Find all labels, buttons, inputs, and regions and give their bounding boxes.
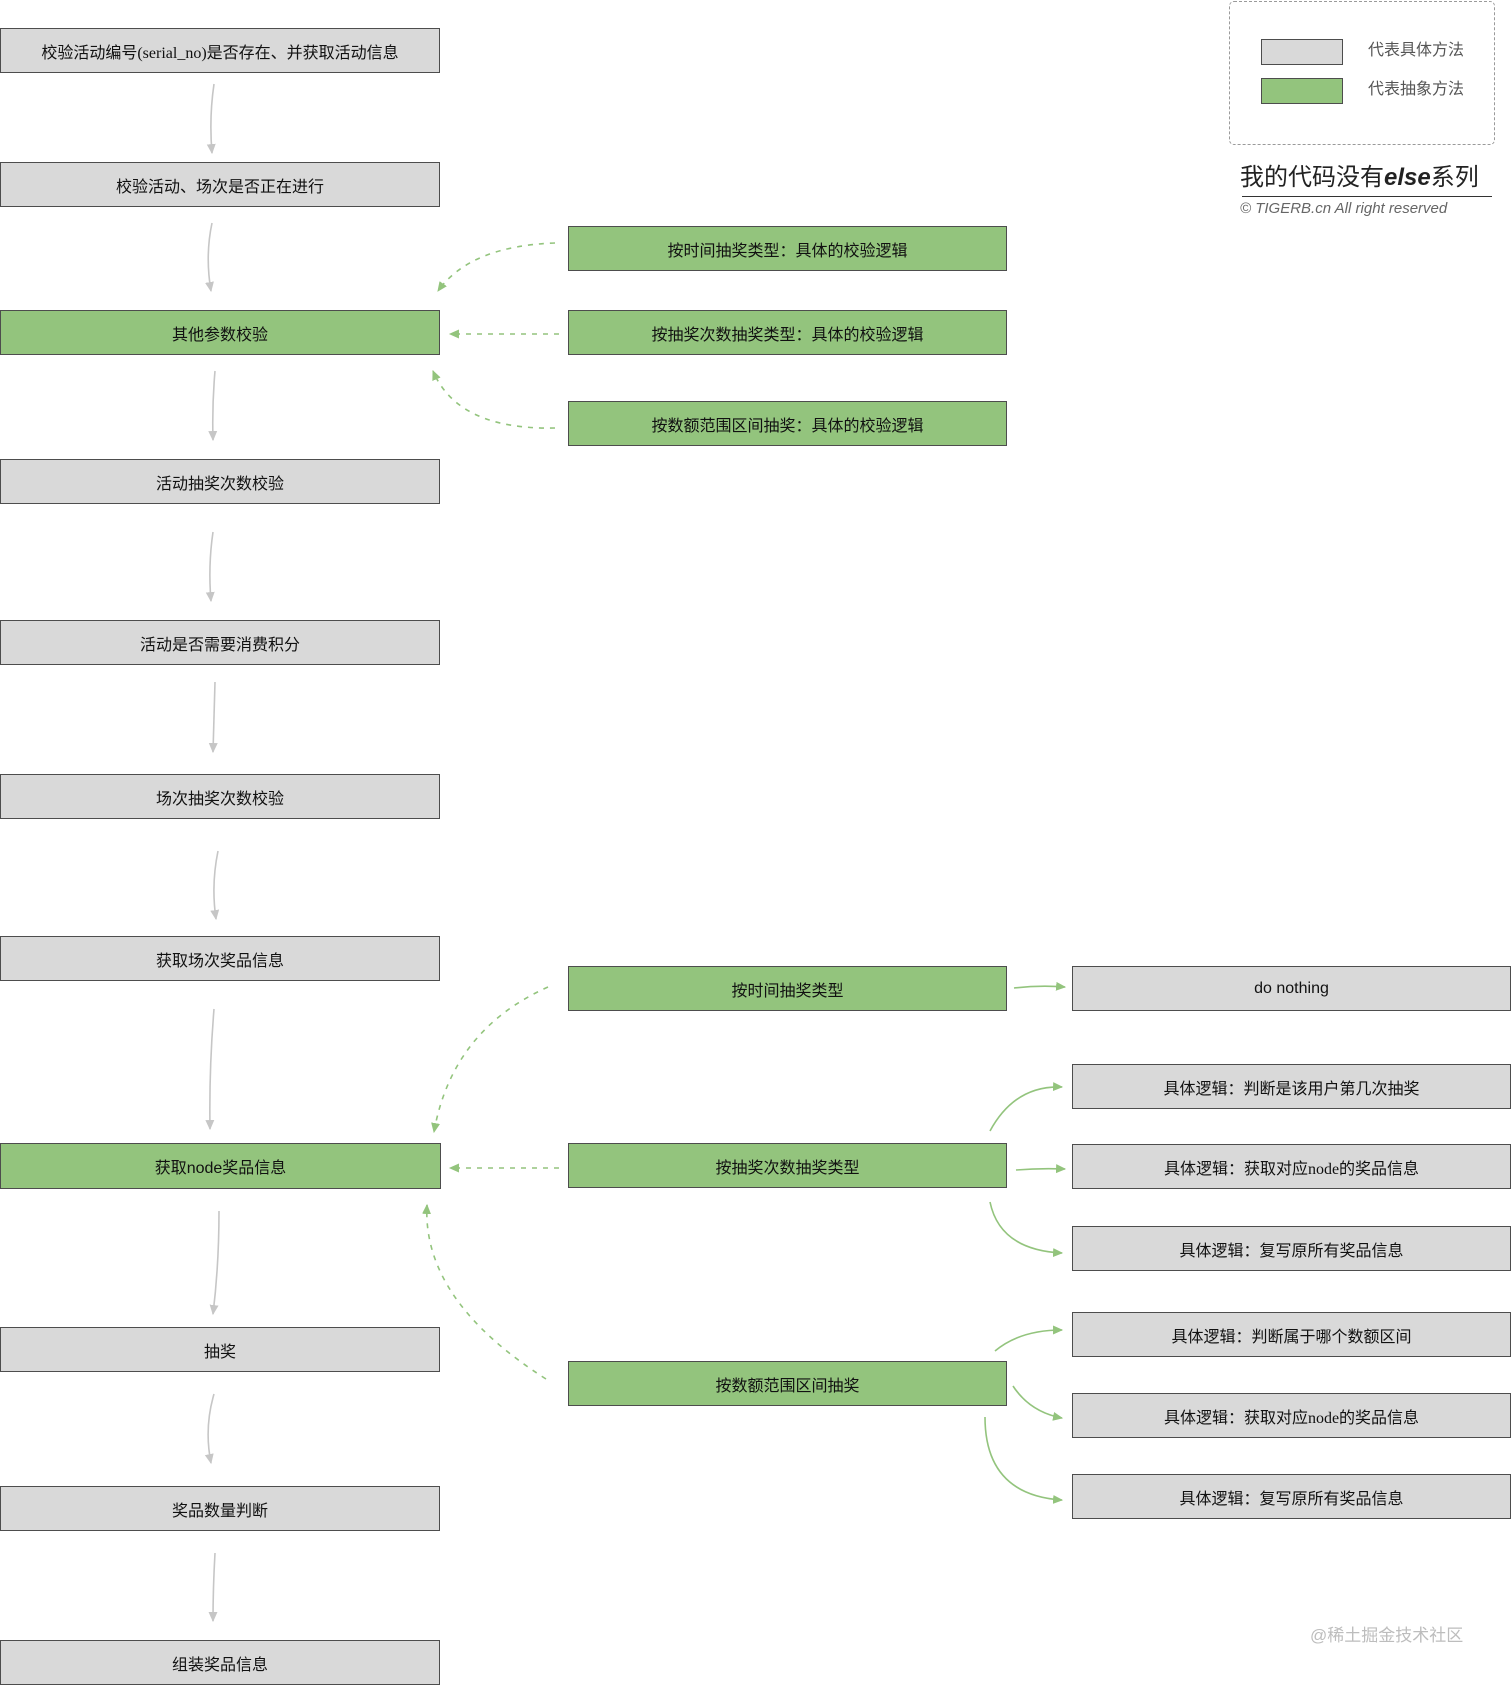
arrow-step-4-to-5 [205,531,215,603]
flow-step-points-required: 活动是否需要消费积分 [0,620,440,665]
logic-arrow-amount-2 [1012,1385,1064,1421]
impl-arrow-prize-time [431,986,549,1134]
param-check-amount-type: 按数额范围区间抽奖：具体的校验逻辑 [568,401,1007,446]
param-check-time-type: 按时间抽奖类型：具体的校验逻辑 [568,226,1007,271]
logic-arrow-amount-3 [984,1416,1064,1504]
flow-step-session-draw-count: 场次抽奖次数校验 [0,774,440,819]
prize-strategy-amount: 按数额范围区间抽奖 [568,1361,1007,1406]
logic-amount-override: 具体逻辑：复写原所有奖品信息 [1072,1474,1511,1519]
series-title-keyword: else [1384,164,1431,191]
series-title-suffix: 系列 [1430,164,1479,191]
logic-amount-node-prizes: 具体逻辑：获取对应node的奖品信息 [1072,1393,1511,1438]
prize-strategy-time: 按时间抽奖类型 [568,966,1007,1011]
impl-arrow-param-time [437,242,556,292]
flow-step-draw: 抽奖 [0,1327,440,1372]
arrow-step-2-to-3 [205,222,214,293]
logic-amount-which-range: 具体逻辑：判断属于哪个数额区间 [1072,1312,1511,1357]
logic-count-override: 具体逻辑：复写原所有奖品信息 [1072,1226,1511,1271]
legend-label-concrete: 代表具体方法 [1368,42,1465,59]
arrow-step-6-to-7 [210,850,220,921]
watermark: @稀土掘金技术社区 [1310,1626,1464,1645]
flow-step-session-prizes: 获取场次奖品信息 [0,936,440,981]
logic-arrow-time-1 [1013,981,1067,991]
logic-arrow-count-1 [989,1082,1064,1132]
prize-strategy-count: 按抽奖次数抽奖类型 [568,1143,1007,1188]
series-title-underline [1242,196,1492,197]
arrow-step-7-to-8 [205,1008,215,1131]
impl-arrow-prize-amount [422,1203,547,1380]
arrow-step-10-to-11 [208,1552,218,1623]
flow-step-prize-quantity: 奖品数量判断 [0,1486,440,1531]
param-check-count-type: 按抽奖次数抽奖类型：具体的校验逻辑 [568,310,1007,355]
logic-count-which-draw: 具体逻辑：判断是该用户第几次抽奖 [1072,1064,1511,1109]
arrow-step-9-to-10 [204,1393,215,1465]
arrow-step-8-to-9 [209,1210,220,1316]
legend-swatch-concrete [1261,39,1343,65]
legend-label-abstract: 代表抽象方法 [1368,81,1465,98]
series-title: 我的代码没有else系列 [1240,163,1479,193]
arrow-step-5-to-6 [208,681,218,754]
flow-step-check-serial-no: 校验活动编号(serial_no)是否存在、并获取活动信息 [0,28,440,73]
legend-box [1229,1,1495,145]
arrow-step-1-to-2 [206,83,216,155]
flow-step-assemble-prizes: 组装奖品信息 [0,1640,440,1685]
copyright-notice: © TIGERB.cn All right reserved [1240,200,1448,217]
arrow-step-3-to-4 [208,370,218,442]
legend-swatch-abstract [1261,78,1343,104]
flow-step-check-activity-time: 校验活动、场次是否正在进行 [0,162,440,207]
impl-arrow-param-amount [432,369,556,429]
logic-count-node-prizes: 具体逻辑：获取对应node的奖品信息 [1072,1144,1511,1189]
logic-arrow-count-2 [1015,1164,1067,1174]
logic-arrow-amount-1 [994,1325,1064,1352]
flow-step-node-prizes: 获取node奖品信息 [0,1143,441,1189]
logic-do-nothing: do nothing [1072,966,1511,1011]
flow-step-other-param-check: 其他参数校验 [0,310,440,355]
series-title-main: 我的代码没有 [1240,164,1384,191]
logic-arrow-count-3 [989,1201,1064,1258]
flow-step-activity-draw-count: 活动抽奖次数校验 [0,459,440,504]
